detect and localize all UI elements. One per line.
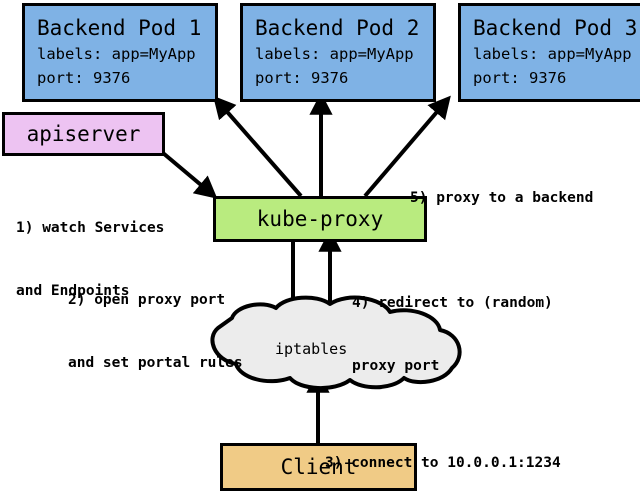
backend-pod-1-port: port: 9376 (37, 69, 131, 87)
step-2-line-1: 2) open proxy port (68, 292, 226, 308)
backend-pod-3-labels: labels: app=MyApp (473, 45, 632, 63)
backend-pod-1-box[interactable]: Backend Pod 1 labels: app=MyApp port: 93… (22, 3, 218, 102)
backend-pod-1-labels: labels: app=MyApp (37, 45, 196, 63)
backend-pod-3-title: Backend Pod 3 (473, 16, 638, 40)
step-4-line-2: proxy port (352, 358, 440, 374)
client-label: Client (280, 455, 357, 479)
arrow-apiserver-to-kubeproxy (161, 151, 218, 199)
step-4-label: 4) redirect to (random) proxy port (352, 251, 553, 419)
client-box[interactable]: Client (220, 443, 417, 491)
kube-proxy-box[interactable]: kube-proxy (213, 196, 427, 242)
step-3-line-1: 3) connect to 10.0.0.1:1234 (325, 455, 561, 471)
backend-pod-3-box[interactable]: Backend Pod 3 labels: app=MyApp port: 93… (458, 3, 640, 102)
step-2-line-2: and set portal rules (68, 355, 243, 371)
arrow-kubeproxy-to-pod3 (363, 95, 451, 198)
iptables-cloud-shape (210, 295, 462, 391)
backend-pod-1-title: Backend Pod 1 (37, 16, 202, 40)
step-4-line-1: 4) redirect to (random) (352, 295, 553, 311)
backend-pod-3-port: port: 9376 (473, 69, 567, 87)
step-1-line-1: 1) watch Services (16, 220, 165, 236)
step-5-line-1: 5) proxy to a backend (410, 190, 594, 206)
backend-pod-2-box[interactable]: Backend Pod 2 labels: app=MyApp port: 93… (240, 3, 436, 102)
kube-proxy-label: kube-proxy (256, 207, 384, 231)
step-2-label: 2) open proxy port and set portal rules (68, 248, 243, 416)
step-1-label: 1) watch Services and Endpoints (16, 176, 164, 344)
apiserver-box[interactable]: apiserver (2, 112, 165, 156)
step-1-line-2: and Endpoints (16, 283, 130, 299)
backend-pod-2-labels: labels: app=MyApp (255, 45, 414, 63)
backend-pod-2-port: port: 9376 (255, 69, 349, 87)
backend-pod-2-title: Backend Pod 2 (255, 16, 420, 40)
step-5-label: 5) proxy to a backend (410, 146, 593, 251)
iptables-label: iptables (275, 340, 348, 358)
step-3-label: 3) connect to 10.0.0.1:1234 (325, 411, 561, 494)
arrow-kubeproxy-to-pod1 (213, 95, 303, 198)
apiserver-label: apiserver (26, 122, 141, 146)
